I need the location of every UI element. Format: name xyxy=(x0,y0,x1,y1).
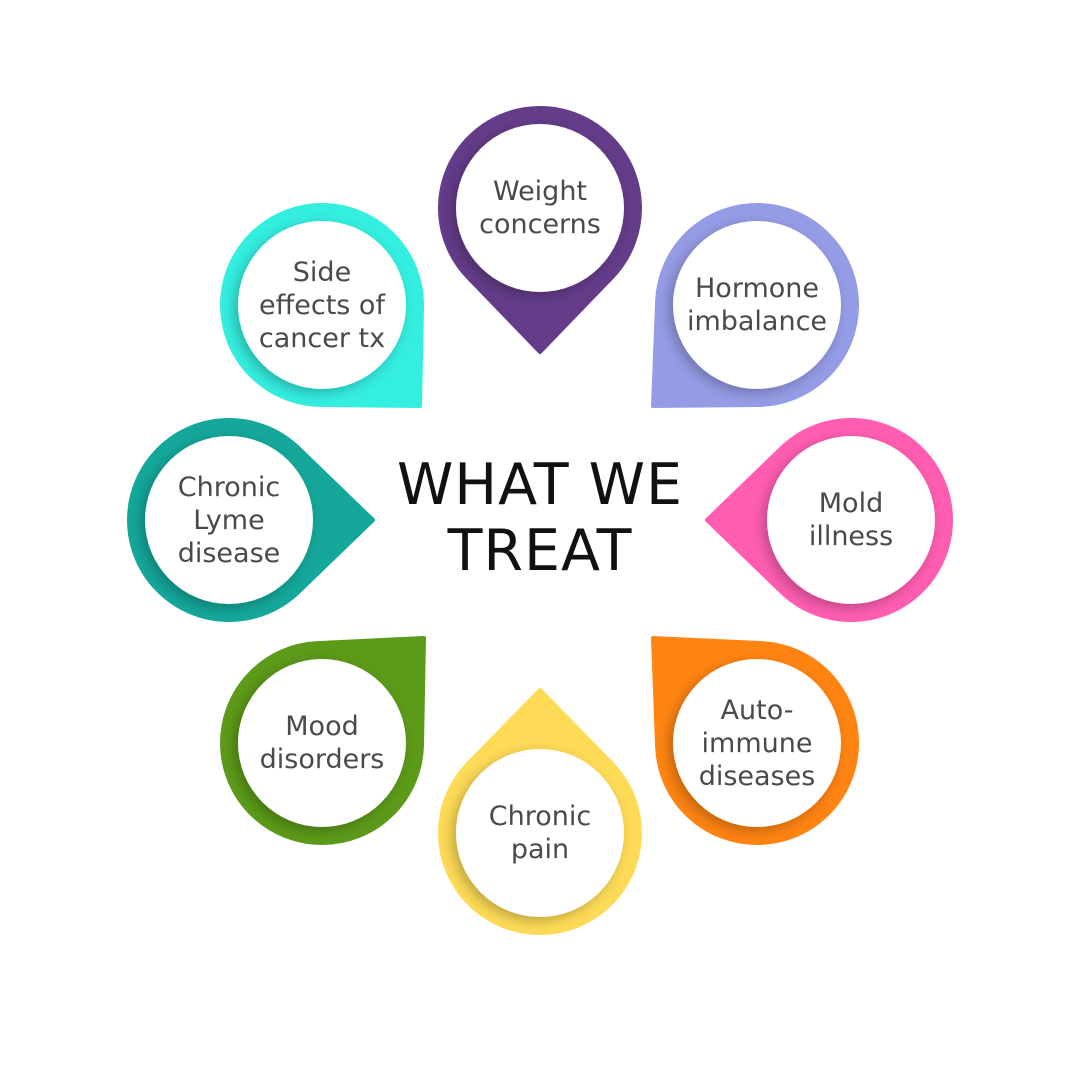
drop-autoimmune-diseases xyxy=(651,636,859,845)
label-line: effects of xyxy=(259,289,385,321)
drop-side-effects-cancer-tx xyxy=(220,203,425,408)
drop-inner-circle-chronic-lyme-disease xyxy=(145,436,313,604)
drop-inner-circle-chronic-pain xyxy=(456,749,624,917)
drop-inner-circle-side-effects-cancer-tx xyxy=(238,221,406,389)
title-line-1: WHAT WE xyxy=(396,452,684,518)
label-line: Chronic xyxy=(177,471,281,503)
drop-chronic-pain xyxy=(438,688,642,935)
label-line: Mood xyxy=(285,711,359,742)
label-line: disease xyxy=(177,537,281,569)
center-title: WHAT WE TREAT xyxy=(340,452,740,584)
label-line: concerns xyxy=(479,209,601,240)
title-line-2: TREAT xyxy=(447,518,633,584)
drop-mold-illness xyxy=(705,418,953,622)
label-line: diseases xyxy=(698,760,816,792)
drop-inner-circle-weight-concerns xyxy=(456,124,624,292)
drop-inner-circle-mood-disorders xyxy=(238,659,406,827)
label-line: pain xyxy=(510,834,570,865)
drop-inner-circle-hormone-imbalance xyxy=(673,221,841,389)
drop-chronic-lyme-disease xyxy=(127,418,375,622)
label-line: immune xyxy=(701,727,813,759)
label-line: Hormone xyxy=(695,273,819,304)
label-line: imbalance xyxy=(686,306,828,337)
drop-weight-concerns xyxy=(438,106,642,354)
drop-mood-disorders xyxy=(220,636,426,845)
drop-inner-circle-autoimmune-diseases xyxy=(673,659,841,827)
label-line: Lyme xyxy=(193,504,265,536)
drop-shapes xyxy=(127,106,953,935)
label-line: Side xyxy=(292,256,352,288)
drop-hormone-imbalance xyxy=(651,203,860,408)
label-line: cancer tx xyxy=(258,322,386,354)
label-line: Mold xyxy=(818,488,884,519)
label-line: illness xyxy=(808,521,894,552)
label-line: Weight xyxy=(492,176,588,207)
drop-inner-circle-mold-illness xyxy=(767,436,935,604)
label-line: Auto- xyxy=(720,694,794,726)
label-line: disorders xyxy=(259,744,385,775)
label-line: Chronic xyxy=(488,801,592,832)
